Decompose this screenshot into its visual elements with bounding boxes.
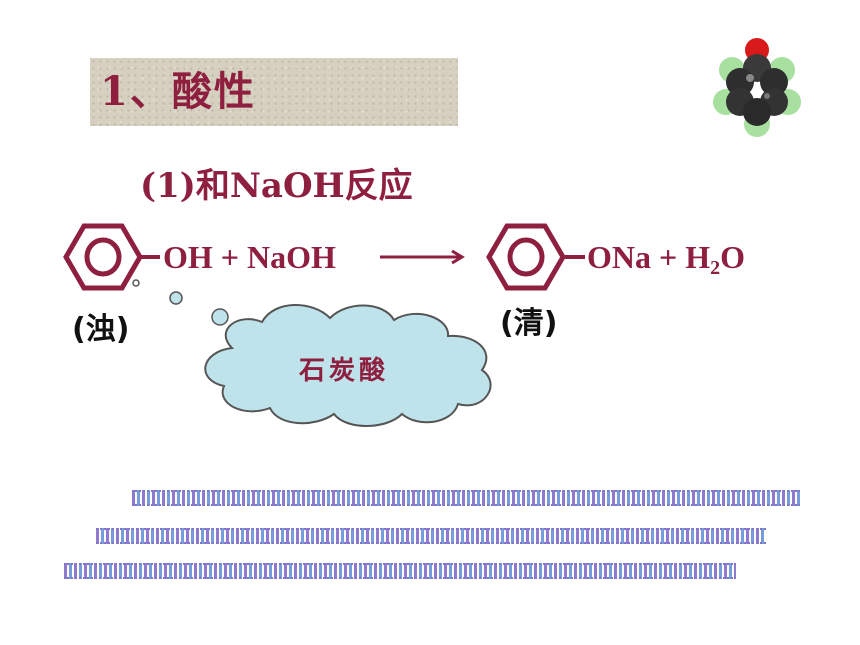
label-clear: (清) (500, 306, 558, 341)
decorative-dotted-line-1 (132, 490, 800, 506)
reactant-group: OH (163, 239, 213, 275)
plus-sign: + (220, 239, 240, 275)
decorative-dotted-line-2 (96, 528, 766, 544)
phenol-model-icon (713, 38, 801, 137)
product-group: ONa (587, 239, 651, 275)
cloud-label: 石炭酸 (298, 356, 389, 386)
reagent-naoh: NaOH (247, 239, 336, 275)
title-banner (90, 58, 458, 126)
subtitle: (1)和NaOH反应 (140, 166, 413, 206)
reaction-arrow-icon (380, 249, 465, 265)
benzene-ring-product-icon (486, 223, 585, 291)
plus-sign-2: + (659, 239, 678, 275)
slide-title: 1、酸性 (100, 68, 256, 115)
water-formula: H2O (685, 239, 746, 279)
label-turbid: (浊) (72, 312, 130, 347)
benzene-ring-reactant-icon (63, 223, 160, 291)
decorative-dotted-line-3 (64, 563, 736, 579)
